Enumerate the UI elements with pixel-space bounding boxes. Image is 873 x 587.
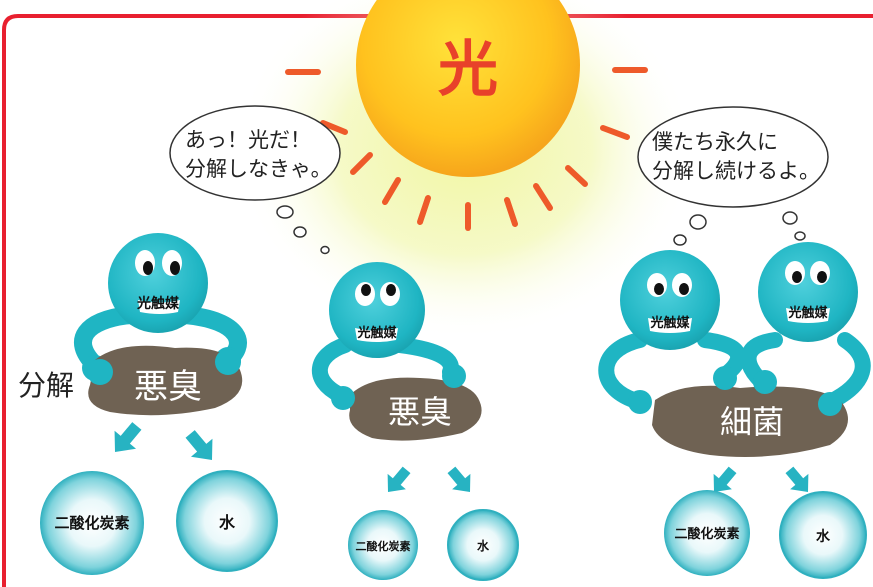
catalyst-label: 光触媒 <box>356 325 397 341</box>
product-co2-label: 二酸化炭素 <box>674 526 739 542</box>
catalyst-group-3: 光触媒 光触媒 細菌 二酸化炭素 水 <box>598 242 871 579</box>
product-co2-label: 二酸化炭素 <box>54 514 129 532</box>
catalyst-arms <box>598 332 871 410</box>
catalyst-label: 光触媒 <box>787 305 828 321</box>
arrow-down-left-icon <box>104 416 148 461</box>
catalyst-group-1: 光触媒 悪臭 二酸化炭素 水 <box>40 233 278 575</box>
arrow-down-left-icon <box>378 462 416 500</box>
target-label: 細菌 <box>720 403 784 441</box>
product-sphere-co2 <box>40 471 144 575</box>
product-sphere-co2 <box>664 490 750 576</box>
target-label: 悪臭 <box>388 393 452 431</box>
arrow-down-right-icon <box>179 424 223 469</box>
speech-right-line2: 分解し続けるよ。 <box>652 159 820 183</box>
product-sphere-co2 <box>348 510 418 580</box>
sun-label: 光 <box>438 35 498 105</box>
target-label: 悪臭 <box>134 367 202 407</box>
sun <box>356 0 580 177</box>
speech-right-line1: 僕たち永久に <box>652 130 778 154</box>
catalyst-head <box>329 262 425 358</box>
product-sphere-water <box>447 509 519 581</box>
catalyst-head <box>758 242 858 342</box>
product-water-label: 水 <box>477 538 490 553</box>
catalyst-label: 光触媒 <box>649 315 690 331</box>
product-water-label: 水 <box>219 513 236 532</box>
product-water-label: 水 <box>816 528 831 545</box>
odor-blob <box>88 345 243 416</box>
arrow-down-right-icon <box>442 462 480 500</box>
catalyst-group-2: 光触媒 悪臭 二酸化炭素 水 <box>312 262 519 581</box>
catalyst-head <box>620 250 720 350</box>
speech-bubble-right: 僕たち永久に 分解し続けるよ。 <box>637 106 829 246</box>
catalyst-label: 光触媒 <box>136 295 180 312</box>
sun-rays <box>285 67 648 231</box>
catalyst-head <box>108 233 208 333</box>
product-sphere-water <box>779 491 867 579</box>
product-co2-label: 二酸化炭素 <box>356 539 411 553</box>
odor-blob <box>349 377 482 441</box>
decomposition-label: 分解 <box>18 369 74 402</box>
speech-left-line2: 分解しなきゃ。 <box>185 157 332 181</box>
speech-left-line1: あっ！光だ！ <box>185 128 311 152</box>
red-frame <box>2 14 873 587</box>
speech-bubble-left: あっ！光だ！ 分解しなきゃ。 <box>169 105 341 255</box>
product-sphere-water <box>176 470 278 572</box>
bacteria-blob <box>652 385 848 458</box>
